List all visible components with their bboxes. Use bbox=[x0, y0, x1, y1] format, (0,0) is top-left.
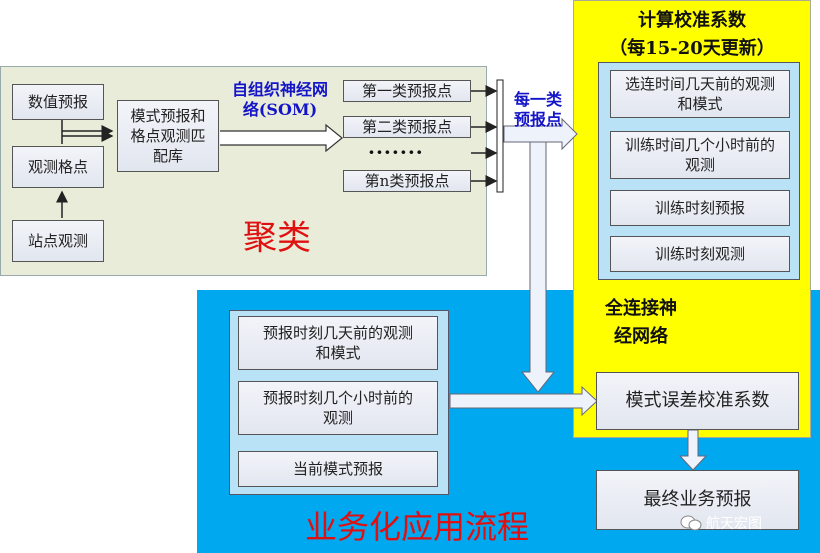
each-class-label: 每一类预报点 bbox=[513, 90, 562, 129]
wechat-icon bbox=[680, 515, 702, 531]
match-lib-box: 模式预报和格点观测匹配库 bbox=[117, 100, 219, 172]
train-item-observation: 训练时刻观测 bbox=[610, 236, 790, 272]
coefficient-box: 模式误差校准系数 bbox=[596, 372, 799, 430]
collector-bar bbox=[496, 79, 504, 193]
watermark-text: 航天宏图 bbox=[706, 516, 762, 532]
operational-label: 业务化应用流程 bbox=[305, 508, 530, 546]
numeric-forecast-box: 数值预报 bbox=[12, 84, 104, 120]
arrow-to-final bbox=[678, 429, 708, 471]
calibration-subtitle: （每15-20天更新） bbox=[609, 38, 775, 59]
arrow-to-coefficient bbox=[449, 385, 598, 417]
arrow-down-to-operational bbox=[520, 141, 556, 393]
classn-box: 第n类预报点 bbox=[343, 170, 471, 192]
op-item-current-forecast: 当前模式预报 bbox=[238, 451, 438, 487]
class2-box: 第二类预报点 bbox=[343, 116, 471, 138]
fcn-label: 全连接神经网络 bbox=[605, 298, 677, 347]
class-ellipsis: ······· bbox=[368, 140, 424, 164]
train-item-hour-obs: 训练时间几个小时前的观测 bbox=[610, 131, 790, 179]
arrow-to-calibration bbox=[503, 117, 578, 151]
station-obs-box: 站点观测 bbox=[12, 220, 104, 262]
som-label: 自组织神经网络(SOM) bbox=[231, 80, 328, 119]
op-item-hour-obs: 预报时刻几个小时前的观测 bbox=[238, 381, 438, 435]
train-item-obs-model: 选连时间几天前的观测和模式 bbox=[610, 70, 790, 118]
obs-grid-box: 观测格点 bbox=[12, 146, 104, 188]
class1-box: 第一类预报点 bbox=[343, 80, 471, 102]
calibration-title: 计算校准系数 bbox=[638, 10, 746, 31]
watermark: 航天宏图 bbox=[680, 512, 800, 534]
train-item-forecast: 训练时刻预报 bbox=[610, 190, 790, 226]
op-item-obs-model: 预报时刻几天前的观测和模式 bbox=[238, 316, 438, 370]
clustering-label: 聚类 bbox=[243, 218, 311, 258]
arrow-matchlib-to-classes bbox=[220, 123, 343, 153]
